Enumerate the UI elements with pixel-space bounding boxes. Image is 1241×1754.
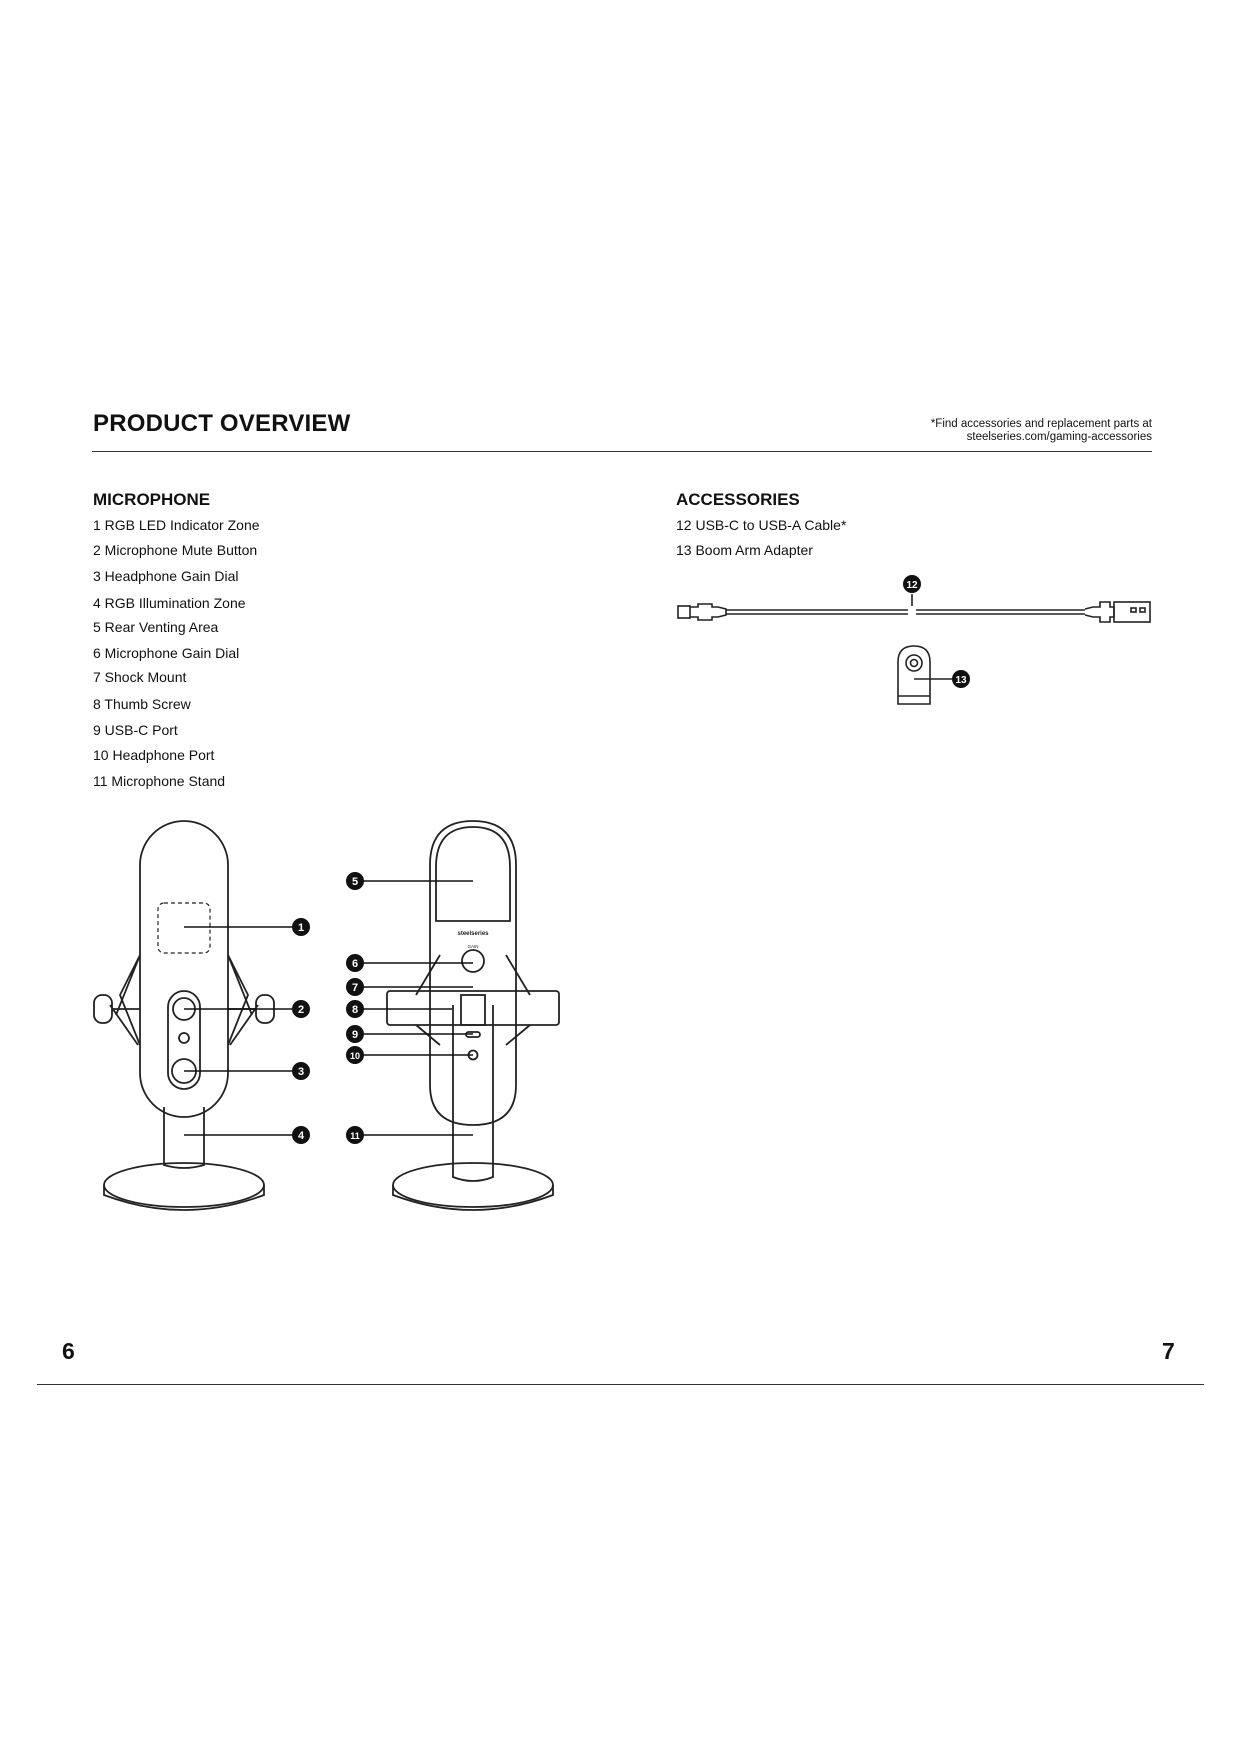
svg-text:10: 10 — [350, 1051, 360, 1061]
accessories-note-line-1: *Find accessories and replacement parts … — [930, 418, 1152, 430]
accessories-heading: ACCESSORIES — [676, 490, 800, 509]
gain-label: GAIN — [467, 944, 478, 949]
svg-text:4: 4 — [298, 1130, 305, 1142]
callout-9: 9 — [346, 1025, 364, 1043]
svg-text:1: 1 — [298, 922, 304, 934]
svg-text:12: 12 — [906, 580, 918, 591]
list-item: 10 Headphone Port — [93, 747, 215, 763]
callout-10: 10 — [346, 1046, 364, 1064]
list-item: 5 Rear Venting Area — [93, 619, 219, 635]
page-title: PRODUCT OVERVIEW — [93, 410, 351, 437]
callout-1: 1 — [292, 918, 310, 936]
microphone-back-view — [386, 820, 560, 1211]
svg-text:11: 11 — [350, 1131, 360, 1141]
page-number-left: 6 — [62, 1338, 75, 1364]
callout-6: 6 — [346, 954, 364, 972]
callout-2: 2 — [292, 1000, 310, 1018]
callout-8: 8 — [346, 1000, 364, 1018]
list-item: 2 Microphone Mute Button — [93, 542, 258, 558]
list-item: 1 RGB LED Indicator Zone — [93, 517, 260, 533]
accessories-diagram: 12 13 — [677, 575, 1151, 705]
svg-text:7: 7 — [352, 982, 358, 994]
svg-text:2: 2 — [298, 1004, 304, 1016]
svg-text:9: 9 — [352, 1029, 358, 1041]
svg-text:6: 6 — [352, 958, 358, 970]
callout-3: 3 — [292, 1062, 310, 1080]
boom-arm-adapter-illustration — [897, 645, 952, 705]
callout-11: 11 — [346, 1126, 364, 1144]
svg-text:13: 13 — [955, 675, 967, 686]
list-item: 3 Headphone Gain Dial — [93, 568, 239, 584]
callout-5: 5 — [346, 872, 364, 890]
svg-text:5: 5 — [352, 876, 358, 888]
list-item: 7 Shock Mount — [93, 669, 187, 685]
list-item: 8 Thumb Screw — [93, 696, 191, 712]
usb-cable-illustration — [677, 594, 1151, 623]
accessories-note: *Find accessories and replacement parts … — [931, 418, 1152, 444]
microphone-diagram: steelseries GAIN 1 2 3 4 5 6 7 8 9 10 11 — [93, 820, 560, 1211]
list-item: 12 USB-C to USB-A Cable* — [676, 517, 847, 533]
list-item: 13 Boom Arm Adapter — [676, 542, 813, 558]
list-item: 4 RGB Illumination Zone — [93, 595, 246, 611]
callout-13: 13 — [952, 670, 970, 688]
microphone-front-view — [93, 820, 275, 1211]
microphone-heading: MICROPHONE — [93, 490, 211, 509]
accessories-note-link[interactable]: steelseries.com/gaming-accessories — [966, 431, 1152, 443]
callout-4: 4 — [292, 1126, 310, 1144]
page-number-right: 7 — [1162, 1338, 1175, 1364]
list-item: 6 Microphone Gain Dial — [93, 645, 240, 661]
leader-lines — [184, 880, 473, 1136]
svg-text:3: 3 — [298, 1066, 304, 1078]
list-item: 9 USB-C Port — [93, 722, 178, 738]
steelseries-logo: steelseries — [457, 931, 489, 937]
footer-divider — [37, 1384, 1204, 1385]
svg-text:8: 8 — [352, 1004, 358, 1016]
callout-7: 7 — [346, 978, 364, 996]
callout-12: 12 — [903, 575, 921, 593]
header-divider — [92, 451, 1152, 452]
list-item: 11 Microphone Stand — [93, 773, 226, 789]
